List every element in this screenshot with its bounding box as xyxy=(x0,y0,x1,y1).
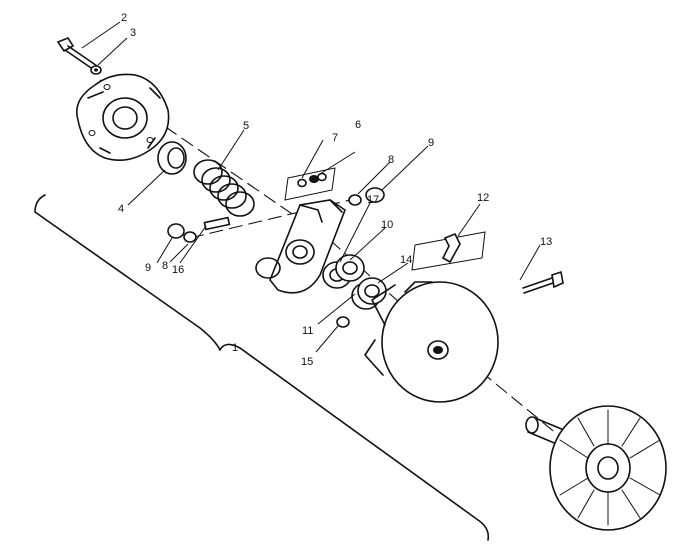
assembly-bracket xyxy=(34,194,490,541)
washer xyxy=(90,65,102,75)
fixed-sheave xyxy=(525,405,667,531)
callout-16: 16 xyxy=(172,264,184,276)
pin xyxy=(203,216,231,231)
callout-11: 11 xyxy=(302,325,313,337)
spider-cover xyxy=(76,73,170,161)
bushing xyxy=(157,141,187,175)
spider xyxy=(255,199,346,294)
callout-14: 14 xyxy=(400,254,412,266)
callout-9-upper: 9 xyxy=(428,137,434,149)
callout-1: 1 xyxy=(232,342,238,354)
callout-6: 6 xyxy=(355,119,361,131)
moveable-sheave xyxy=(364,281,499,403)
bolt xyxy=(522,270,564,294)
callout-3: 3 xyxy=(130,27,136,39)
spring xyxy=(193,159,255,217)
cap-lower xyxy=(167,223,185,239)
nut-upper xyxy=(348,194,362,206)
callout-8-lower: 8 xyxy=(162,260,168,272)
cap-upper xyxy=(365,187,385,203)
callout-15: 15 xyxy=(301,356,313,368)
callout-5: 5 xyxy=(243,120,249,132)
nut xyxy=(336,316,350,328)
callout-17: 17 xyxy=(367,194,379,206)
callout-8-upper: 8 xyxy=(388,154,394,166)
callout-2: 2 xyxy=(121,12,127,24)
callout-13: 13 xyxy=(540,236,552,248)
cap-screw xyxy=(56,37,101,73)
callout-7: 7 xyxy=(332,132,338,144)
callout-9-lower: 9 xyxy=(145,262,151,274)
leader-lines xyxy=(81,21,541,353)
callout-12: 12 xyxy=(477,192,489,204)
weight-set xyxy=(411,231,486,271)
ring-stack xyxy=(322,254,365,289)
pin-set xyxy=(284,167,336,201)
pin-axis-line xyxy=(189,199,351,239)
nut-lower xyxy=(183,231,197,243)
callout-4: 4 xyxy=(118,203,124,215)
callout-10: 10 xyxy=(381,219,393,231)
